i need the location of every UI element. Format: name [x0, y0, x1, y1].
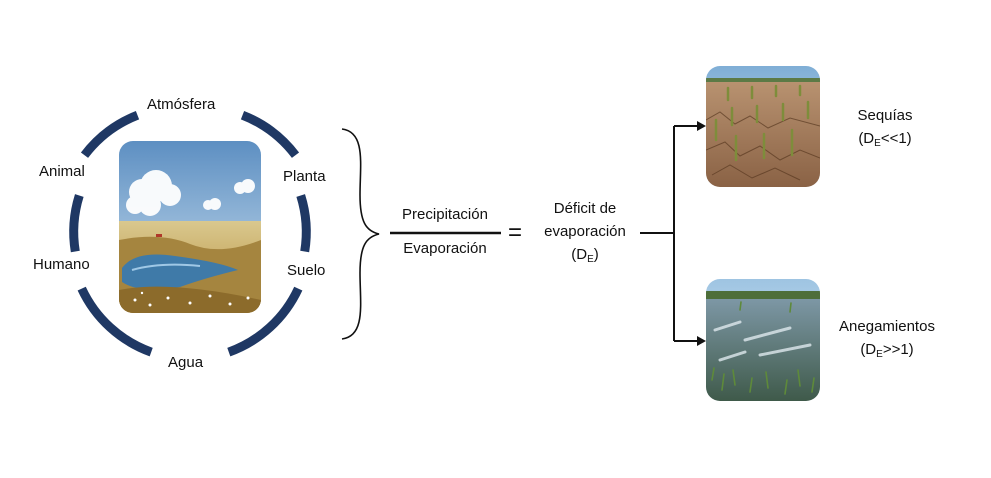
drought-condition: (DE<<1) — [858, 130, 912, 149]
branch-connector — [640, 125, 700, 342]
label-suelo: Suelo — [287, 262, 326, 279]
ratio-denominator: Evaporación — [403, 240, 487, 257]
flood-condition: (DE>>1) — [860, 341, 914, 360]
ratio-numerator: Precipitación — [402, 206, 488, 223]
ring-arc-right-upper — [296, 194, 311, 253]
drought-title: Sequías — [857, 107, 913, 124]
ring-arc-right-lower — [227, 286, 303, 357]
ring-arc-top-right — [240, 111, 300, 158]
arrow-to-flood — [697, 336, 706, 346]
ring-arc-left-lower — [77, 286, 153, 357]
label-planta: Planta — [283, 168, 326, 185]
cycle-ring — [69, 111, 311, 357]
flood-title: Anegamientos — [839, 318, 935, 335]
grouping-brace — [341, 128, 380, 340]
ring-arc-left-upper — [69, 194, 84, 253]
arrow-to-drought — [697, 121, 706, 131]
label-humano: Humano — [33, 256, 90, 273]
ring-arc-top-left — [80, 111, 140, 158]
result-line-1: Déficit de — [553, 200, 617, 217]
landscape-image — [119, 141, 261, 313]
result-abbreviation: (DE) — [571, 246, 599, 265]
flood-image — [706, 279, 820, 401]
result-line-2: evaporación — [544, 223, 626, 240]
label-animal: Animal — [39, 163, 85, 180]
equals-sign: = — [508, 219, 523, 246]
label-agua: Agua — [168, 354, 204, 371]
label-atmosfera: Atmósfera — [147, 96, 216, 113]
drought-image — [706, 66, 820, 187]
